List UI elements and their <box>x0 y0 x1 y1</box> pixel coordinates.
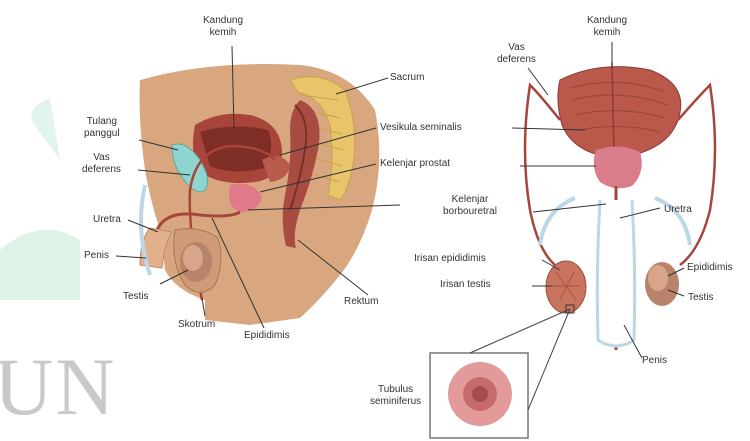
label-kandung-kemih: Kandung kemih <box>203 15 243 39</box>
label-frontal-testis: Testis <box>688 292 714 304</box>
label-tubulus-seminiferus: Tubulus seminiferus <box>370 384 421 408</box>
frontal-bladder <box>558 67 681 158</box>
label-vesikula-seminalis: Vesikula seminalis <box>380 122 462 134</box>
frontal-prostate <box>594 146 642 188</box>
label-frontal-kandung-kemih: Kandung kemih <box>587 15 627 39</box>
watermark-shape <box>0 230 80 300</box>
label-penis: Penis <box>84 250 109 262</box>
label-kelenjar-prostat: Kelenjar prostat <box>380 158 450 170</box>
label-testis: Testis <box>123 291 149 303</box>
watermark-shape <box>31 98 60 160</box>
label-irisan-epididimis: Irisan epididimis <box>414 253 486 265</box>
label-skotrum: Skotrum <box>178 319 215 331</box>
label-irisan-testis: Irisan testis <box>440 279 491 291</box>
label-rektum: Rektum <box>344 296 378 308</box>
label-frontal-vas-deferens: Vas deferens <box>497 42 536 66</box>
label-sacrum: Sacrum <box>390 72 424 84</box>
label-uretra: Uretra <box>93 214 121 226</box>
label-vas-deferens: Vas deferens <box>82 152 121 176</box>
watermark-text: UN <box>0 340 116 434</box>
label-tulang-panggul: Tulang panggul <box>84 116 120 140</box>
label-frontal-penis: Penis <box>642 355 667 367</box>
label-epididimis: Epididimis <box>244 330 290 342</box>
label-frontal-epididimis: Epididimis <box>687 262 733 274</box>
label-frontal-uretra: Uretra <box>664 204 692 216</box>
label-kelenjar-borbouretral: Kelenjar borbouretral <box>443 194 497 218</box>
frontal-vas-deferens-right <box>678 85 715 265</box>
frontal-penis <box>597 200 634 346</box>
